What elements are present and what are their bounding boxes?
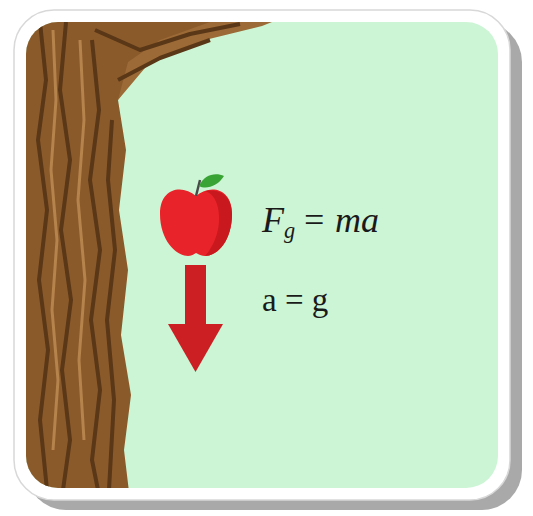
equation: a = g: [262, 284, 328, 317]
force-arrow: [168, 265, 223, 372]
tree-trunk: [26, 22, 275, 488]
frame: [14, 10, 510, 500]
equation-text: = ma: [302, 200, 379, 240]
equation: Fg = ma: [262, 202, 379, 243]
apple: [160, 174, 232, 256]
bark-highlights: [51, 30, 85, 450]
equation-text: a = g: [262, 282, 328, 318]
bark-lines: [38, 22, 240, 488]
subscript: g: [284, 218, 295, 243]
tree: [26, 22, 275, 488]
equation-text: F: [262, 200, 284, 240]
